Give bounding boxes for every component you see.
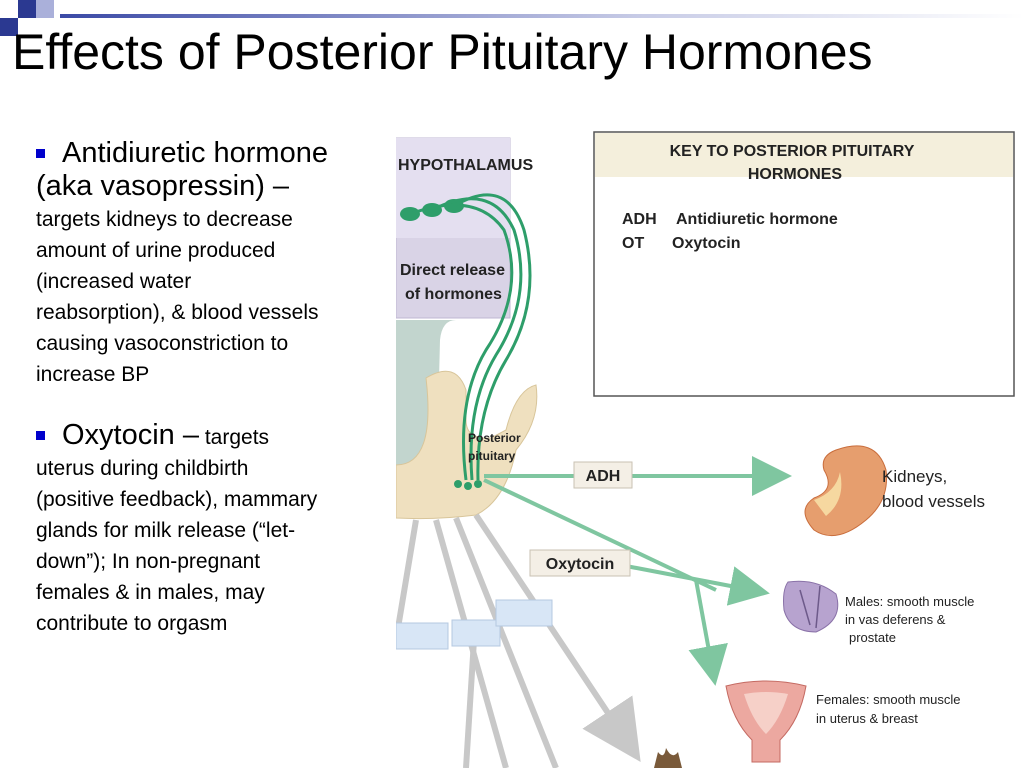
- oxytocin-arrow-females: [688, 579, 728, 686]
- oxytocin-tag-label: Oxytocin: [546, 556, 614, 573]
- females-label: in uterus & breast: [816, 711, 918, 726]
- axon-tract: [409, 203, 514, 481]
- key-abbr: ADH: [622, 211, 657, 228]
- bullet-square-icon: [36, 149, 45, 158]
- cropped-figure-shape: [654, 748, 682, 768]
- hypothalamus-panel-inner: [396, 138, 510, 238]
- posterior-pituitary-label: pituitary: [468, 449, 516, 463]
- axon-terminal: [454, 480, 462, 488]
- kidneys-label: blood vessels: [882, 492, 985, 511]
- bullet-line: increase BP: [36, 363, 150, 386]
- gray-arrow: [463, 639, 477, 768]
- blank-label-box: [396, 622, 449, 650]
- bullet-line: (aka vasopressin) –: [36, 170, 290, 202]
- bullet-lead-tail: targets: [204, 426, 270, 449]
- pituitary-diagram: ADH Oxytocin HYPOTHALAMUS Direct release…: [396, 131, 1015, 768]
- females-label: Females: smooth muscle: [816, 692, 961, 707]
- key-title: HORMONES: [748, 166, 843, 183]
- title-corner-decoration: [0, 0, 1024, 36]
- bullet-line: amount of urine produced: [36, 239, 276, 262]
- axon-terminal: [464, 482, 472, 490]
- posterior-pituitary-label: Posterior: [468, 431, 521, 445]
- prostate-icon: [783, 580, 839, 633]
- males-label: Males: smooth muscle: [845, 594, 974, 609]
- bullet-lead: Antidiuretic hormone: [62, 137, 328, 169]
- bullet-list: Antidiuretic hormone (aka vasopressin) –…: [36, 138, 386, 639]
- key-title: KEY TO POSTERIOR PITUITARY: [670, 143, 915, 160]
- bullet-lead: Oxytocin –: [62, 419, 199, 451]
- males-label: prostate: [849, 630, 896, 645]
- key-header: [595, 133, 1013, 177]
- infundibulum-shape: [396, 320, 456, 465]
- hypothalamus-label: HYPOTHALAMUS: [398, 157, 533, 174]
- bullet-line: reabsorption), & blood vessels: [36, 301, 319, 324]
- bullet-square-icon: [36, 431, 45, 440]
- prostate-lines: [799, 585, 821, 629]
- oxytocin-arrow: [483, 478, 717, 592]
- blank-label-box: [451, 619, 501, 647]
- gray-arrow: [473, 513, 641, 762]
- adh-tag: [573, 461, 633, 489]
- bullet-line: uterus during childbirth: [36, 457, 249, 480]
- key-name: Antidiuretic hormone: [676, 211, 838, 228]
- adh-tag-label: ADH: [586, 468, 621, 485]
- kidney-pelvis: [814, 472, 842, 516]
- bullet-line: females & in males, may: [36, 581, 265, 604]
- bullet-line: targets kidneys to decrease: [36, 208, 293, 231]
- bullet-line: contribute to orgasm: [36, 612, 228, 635]
- oxytocin-tag: [529, 549, 631, 577]
- bullet-line: glands for milk release (“let-: [36, 519, 296, 542]
- uterus-cavity: [744, 692, 788, 734]
- key-name: Oxytocin: [672, 235, 740, 252]
- axon-tract: [453, 193, 532, 481]
- axon-tract: [431, 197, 523, 481]
- males-label: in vas deferens &: [845, 612, 946, 627]
- blank-label-box: [495, 599, 553, 627]
- key-abbr: OT: [622, 235, 644, 252]
- oxytocin-arrow-males: [625, 564, 770, 606]
- kidneys-label: Kidneys,: [882, 467, 947, 486]
- direct-release-label: of hormones: [405, 286, 502, 303]
- direct-release-label: Direct release: [400, 262, 505, 279]
- bullet-line: (positive feedback), mammary: [36, 488, 318, 511]
- bullet-oxytocin: Oxytocin – targets uterus during childbi…: [36, 420, 386, 639]
- bullet-line: causing vasoconstriction to: [36, 332, 289, 355]
- axon-terminal: [474, 480, 482, 488]
- gray-arrow: [396, 519, 419, 641]
- slide-title: Effects of Posterior Pituitary Hormones: [12, 24, 873, 80]
- gray-arrow: [453, 516, 559, 768]
- bullet-line: (increased water: [36, 270, 192, 293]
- bullet-line: down”); In non-pregnant: [36, 550, 261, 573]
- posterior-pituitary-shape: [396, 370, 538, 520]
- kidney-icon: [804, 445, 888, 537]
- bullet-adh: Antidiuretic hormone (aka vasopressin) –…: [36, 138, 386, 390]
